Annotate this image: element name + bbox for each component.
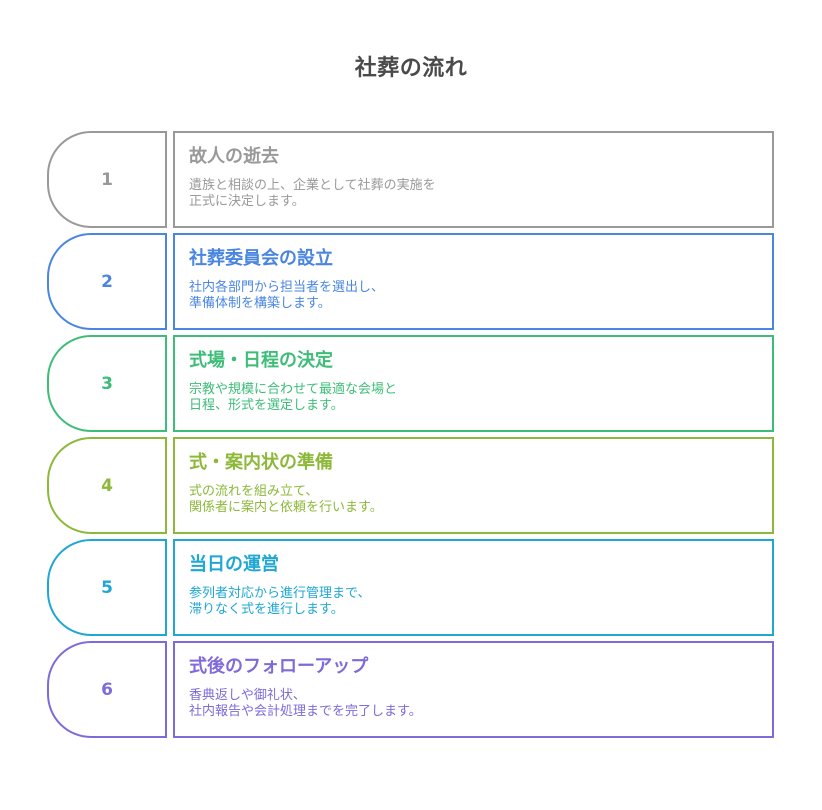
step-number: 1	[101, 169, 113, 190]
step-description-line: 遺族と相談の上、企業として社葬の実施を	[189, 178, 436, 193]
step-5: 5 当日の運営 参列者対応から進行管理まで、 滞りなく式を進行します。	[47, 539, 774, 636]
step-description-line: 社内各部門から担当者を選出し、	[189, 280, 385, 295]
step-description-line: 香典返しや御礼状、	[189, 688, 306, 703]
step-title: 当日の運営	[189, 554, 279, 575]
step-title: 故人の逝去	[189, 146, 279, 167]
step-description-line: 式の流れを組み立て、	[189, 484, 319, 499]
step-content-box: 故人の逝去 遺族と相談の上、企業として社葬の実施を 正式に決定します。	[173, 131, 774, 228]
step-number-tab: 5	[47, 539, 167, 636]
step-6: 6 式後のフォローアップ 香典返しや御礼状、 社内報告や会計処理までを完了します…	[47, 641, 774, 738]
step-number: 5	[101, 577, 113, 598]
step-content-box: 式後のフォローアップ 香典返しや御礼状、 社内報告や会計処理までを完了します。	[173, 641, 774, 738]
step-number: 3	[101, 373, 113, 394]
step-description: 遺族と相談の上、企業として社葬の実施を 正式に決定します。	[189, 178, 758, 210]
step-number-tab: 1	[47, 131, 167, 228]
step-description-line: 準備体制を構築します。	[189, 296, 331, 311]
step-description-line: 社内報告や会計処理までを完了します。	[189, 704, 422, 719]
step-number: 2	[101, 271, 113, 292]
step-2: 2 社葬委員会の設立 社内各部門から担当者を選出し、 準備体制を構築します。	[47, 233, 774, 330]
step-description-line: 参列者対応から進行管理まで、	[189, 586, 371, 601]
step-description: 式の流れを組み立て、 関係者に案内と依頼を行います。	[189, 484, 758, 516]
step-description-line: 滞りなく式を進行します。	[189, 602, 344, 617]
step-content-box: 式場・日程の決定 宗教や規模に合わせて最適な会場と 日程、形式を選定します。	[173, 335, 774, 432]
step-content-box: 当日の運営 参列者対応から進行管理まで、 滞りなく式を進行します。	[173, 539, 774, 636]
step-description: 香典返しや御礼状、 社内報告や会計処理までを完了します。	[189, 688, 758, 720]
step-number-tab: 4	[47, 437, 167, 534]
step-description-line: 日程、形式を選定します。	[189, 398, 344, 413]
step-1: 1 故人の逝去 遺族と相談の上、企業として社葬の実施を 正式に決定します。	[47, 131, 774, 228]
step-description-line: 関係者に案内と依頼を行います。	[189, 500, 383, 515]
step-description-line: 正式に決定します。	[189, 194, 305, 209]
step-number-tab: 6	[47, 641, 167, 738]
step-number: 4	[101, 475, 113, 496]
step-title: 社葬委員会の設立	[189, 248, 333, 269]
step-description-line: 宗教や規模に合わせて最適な会場と	[189, 382, 398, 397]
step-title: 式・案内状の準備	[189, 452, 333, 473]
step-title: 式場・日程の決定	[189, 350, 333, 371]
step-title: 式後のフォローアップ	[189, 656, 369, 677]
step-content-box: 式・案内状の準備 式の流れを組み立て、 関係者に案内と依頼を行います。	[173, 437, 774, 534]
step-3: 3 式場・日程の決定 宗教や規模に合わせて最適な会場と 日程、形式を選定します。	[47, 335, 774, 432]
step-number-tab: 3	[47, 335, 167, 432]
step-content-box: 社葬委員会の設立 社内各部門から担当者を選出し、 準備体制を構築します。	[173, 233, 774, 330]
step-4: 4 式・案内状の準備 式の流れを組み立て、 関係者に案内と依頼を行います。	[47, 437, 774, 534]
step-number-tab: 2	[47, 233, 167, 330]
step-description: 宗教や規模に合わせて最適な会場と 日程、形式を選定します。	[189, 382, 758, 414]
diagram-title: 社葬の流れ	[354, 56, 468, 81]
step-description: 社内各部門から担当者を選出し、 準備体制を構築します。	[189, 280, 758, 312]
step-number: 6	[101, 679, 113, 700]
step-description: 参列者対応から進行管理まで、 滞りなく式を進行します。	[189, 586, 758, 618]
